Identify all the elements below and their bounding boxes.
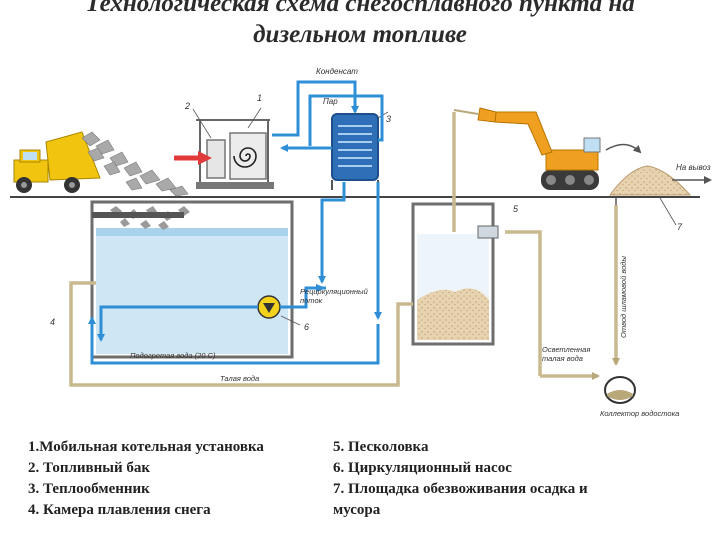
heat-exchanger [331,111,389,190]
legend-right: 5. Песколовка 6. Циркуляционный насос 7.… [333,437,588,521]
dump-truck [13,131,101,193]
label-num-5: 5 [513,204,519,214]
label-num-6: 6 [304,322,309,332]
label-clarified-2: талая вода [542,354,583,363]
label-num-4: 4 [50,317,55,327]
label-num-7: 7 [677,222,683,232]
label-steam: Пар [323,97,338,106]
circulation-pump [257,295,301,326]
steam-pipes [88,80,384,365]
legend-item: 6. Циркуляционный насос [333,460,512,476]
excavator [453,107,601,190]
label-sludge-outlet: Отвод шламовой воды [619,256,628,338]
sand-trap [411,202,499,346]
legend-item: 7. Площадка обезвоживания осадка и [333,481,588,497]
label-condensate: Конденсат [316,67,358,76]
legend-left: 1.Мобильная котельная установка 2. Топли… [28,437,264,521]
label-meltwater: Талая вода [220,374,259,383]
page-title: Технологическая схема снегосплавного пун… [0,0,720,50]
label-num-2: 2 [184,101,190,111]
title-line-1: Технологическая схема снегосплавного пун… [85,0,635,17]
drain-collector [604,376,636,404]
snow-melting-chamber [90,200,294,359]
label-clarified-1: Осветленная [542,345,590,354]
fuel-feed-arrow [174,151,212,165]
legend-item: 3. Теплообменник [28,481,150,497]
label-recirculation-1: Рециркуляционный [300,287,369,296]
sediment-pile [609,165,692,226]
label-collector: Коллектор водостока [600,409,679,418]
meltwater-pipes [69,112,620,387]
curved-arrow [605,143,642,154]
mobile-boiler-unit [196,107,274,189]
label-num-1: 1 [257,93,262,103]
title-line-2: дизельном топливе [253,21,467,48]
process-scheme: Конденсат Пар 1 2 3 4 5 6 7 На вывоз Рец… [10,67,712,418]
legend-item: мусора [333,502,381,518]
legend-item: 2. Топливный бак [28,460,151,476]
snow-pile [81,131,189,197]
legend-item: 1.Мобильная котельная установка [28,439,264,455]
label-heated-water: Подогретая вода (20 С) [130,351,216,360]
label-export: На вывоз [676,163,711,172]
label-recirculation-2: поток [300,296,323,305]
label-num-3: 3 [386,114,391,124]
legend-item: 4. Камера плавления снега [28,502,211,518]
legend-item: 5. Песколовка [333,439,429,455]
